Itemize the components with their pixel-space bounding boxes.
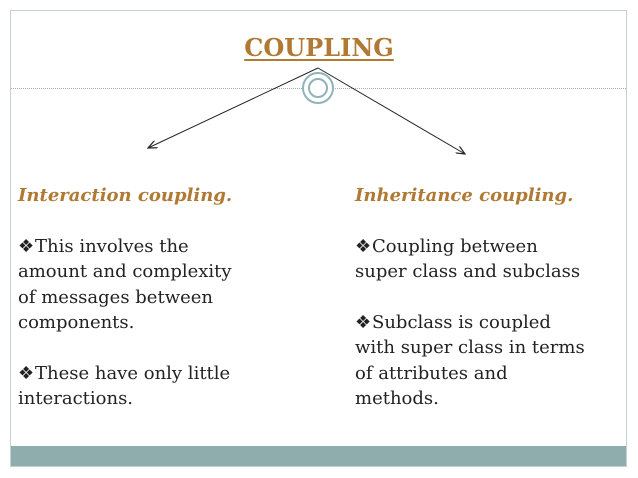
bullet-line: components. [18, 312, 135, 333]
bullet-line: This involves the [35, 235, 189, 257]
bullet-line: with super class in terms [355, 337, 585, 358]
right-column: Inheritance coupling. ❖Coupling between … [355, 183, 625, 437]
left-column: Interaction coupling. ❖This involves the… [18, 183, 318, 437]
footer-band [11, 446, 626, 466]
slide-frame [10, 10, 627, 467]
bullet-line: methods. [355, 388, 439, 409]
diamond-bullet-icon: ❖ [18, 235, 35, 257]
circle-ornament [302, 72, 334, 104]
arrow-right [317, 67, 465, 154]
slide-title: COUPLING [244, 33, 394, 62]
diamond-bullet-icon: ❖ [18, 362, 35, 384]
left-heading: Interaction coupling. [18, 185, 233, 206]
bullet-line: Coupling between [372, 235, 538, 257]
diamond-bullet-icon: ❖ [355, 311, 372, 333]
arrow-left [148, 67, 319, 148]
right-bullet-2: ❖Subclass is coupled with super class in… [355, 310, 625, 412]
bullet-line: of messages between [18, 286, 213, 308]
right-bullet-1: ❖Coupling between super class and subcla… [355, 234, 625, 285]
bullet-line: super class and subclass [355, 261, 581, 282]
diamond-bullet-icon: ❖ [355, 235, 372, 257]
bullet-line: Subclass is coupled [372, 311, 551, 333]
bullet-line: interactions. [18, 388, 134, 409]
left-bullet-1: ❖This involves the amount and complexity… [18, 234, 318, 336]
circle-ornament-inner [308, 78, 328, 98]
left-bullet-2: ❖These have only little interactions. [18, 361, 318, 412]
bullet-line: of attributes and [355, 362, 508, 384]
right-heading: Inheritance coupling. [355, 185, 574, 206]
bullet-line: These have only little [35, 362, 231, 384]
bullet-line: amount and complexity [18, 261, 232, 282]
